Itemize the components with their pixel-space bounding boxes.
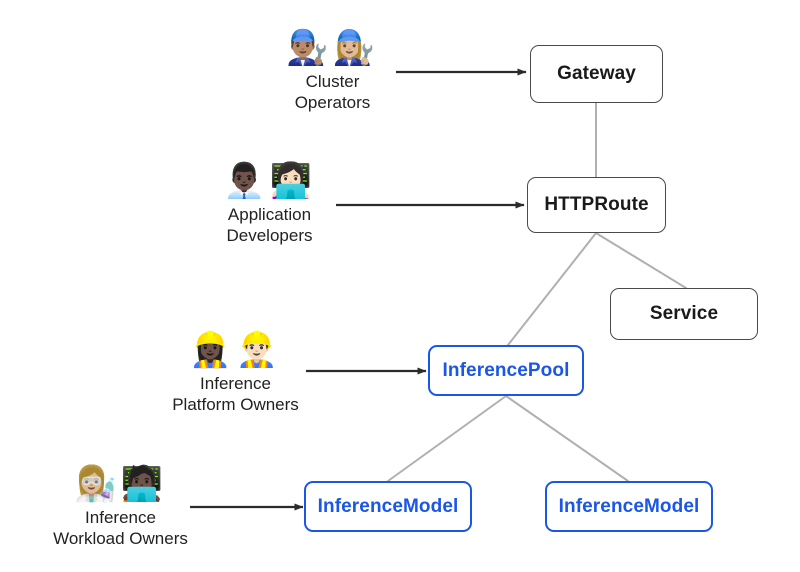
node-httproute-label: HTTPRoute: [544, 194, 649, 215]
node-inferencepool-label: InferencePool: [442, 359, 570, 381]
cluster-operators-label: Cluster Operators: [294, 72, 371, 112]
application-developers-icons: 👨🏿‍💼👩🏻‍💻: [223, 161, 316, 201]
node-httproute[interactable]: HTTPRoute: [527, 177, 666, 233]
edge-httproute-service: [595, 232, 687, 289]
actor-inference-platform-owners: 👷🏿‍♀️👷🏻‍♂️ Inference Platform Owners: [148, 330, 323, 415]
inference-platform-owners-icons: 👷🏿‍♀️👷🏻‍♂️: [189, 330, 282, 370]
node-inferencemodel-left[interactable]: InferenceModel: [304, 481, 472, 532]
node-service[interactable]: Service: [610, 288, 758, 340]
application-developers-label: Application Developers: [226, 205, 313, 245]
edge-inferencepool-inferencemodel-right: [505, 395, 629, 482]
node-inferencepool[interactable]: InferencePool: [428, 345, 584, 396]
inference-workload-owners-icons: 👩🏼‍🔬🧑🏿‍💻: [74, 464, 167, 504]
actor-cluster-operators: 👨🏽‍🔧👩🏼‍🔧 Cluster Operators: [245, 28, 420, 113]
actor-application-developers: 👨🏿‍💼👩🏻‍💻 Application Developers: [182, 161, 357, 246]
node-service-label: Service: [649, 303, 719, 324]
edge-inferencepool-inferencemodel-left: [387, 395, 507, 482]
edge-httproute-inferencepool: [507, 232, 597, 346]
inference-workload-owners-label: Inference Workload Owners: [53, 508, 188, 548]
node-inferencemodel-right[interactable]: InferenceModel: [545, 481, 713, 532]
node-inferencemodel-left-label: InferenceModel: [317, 495, 459, 517]
node-inferencemodel-right-label: InferenceModel: [558, 495, 700, 517]
inference-platform-owners-label: Inference Platform Owners: [172, 374, 299, 414]
actor-inference-workload-owners: 👩🏼‍🔬🧑🏿‍💻 Inference Workload Owners: [33, 464, 208, 549]
node-gateway-label: Gateway: [557, 63, 636, 84]
node-gateway[interactable]: Gateway: [530, 45, 663, 103]
cluster-operators-icons: 👨🏽‍🔧👩🏼‍🔧: [286, 28, 379, 68]
